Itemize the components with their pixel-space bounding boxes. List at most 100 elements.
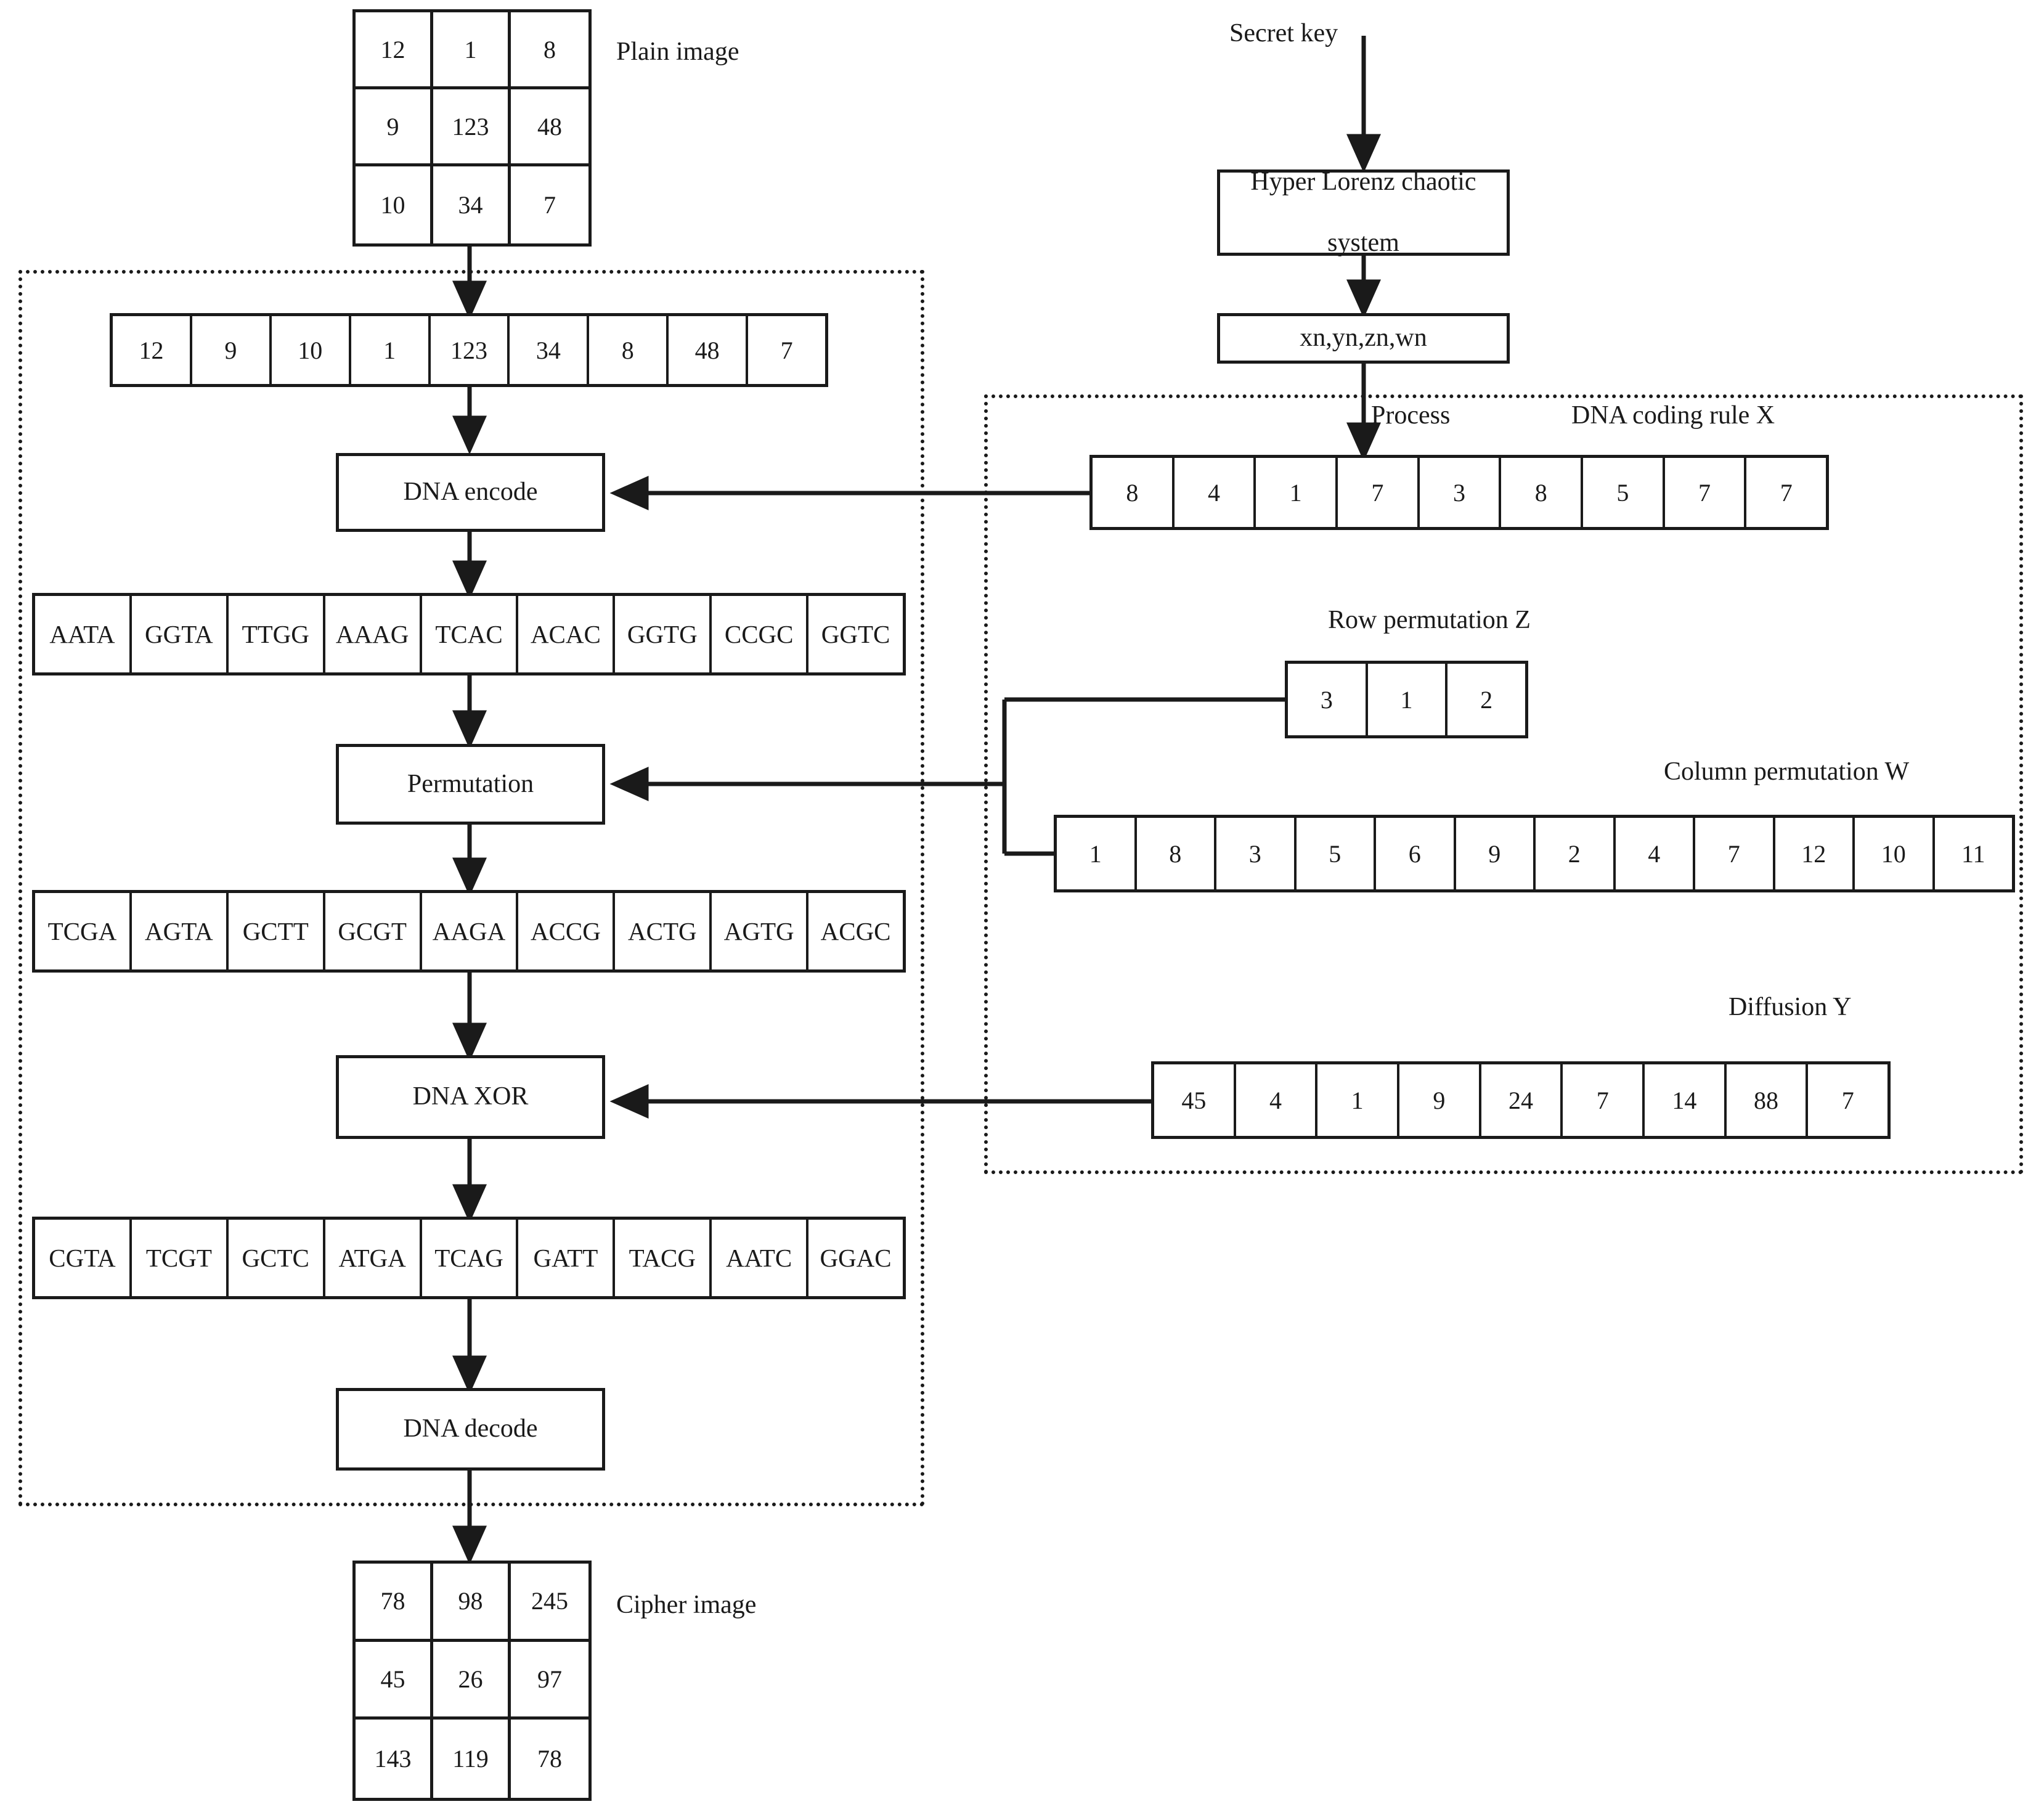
dna-cell: GCTT: [229, 893, 325, 969]
permutation-label: Permutation: [407, 769, 534, 798]
dna-cell: TCGA: [35, 893, 132, 969]
rulex-cell: 7: [1338, 458, 1420, 527]
plain-cell: 7: [544, 191, 556, 219]
plain-image-label: Plain image: [616, 38, 739, 66]
dna-cell: GGTC: [821, 620, 890, 648]
colw-cell: 7: [1695, 818, 1775, 889]
rulex-cell: 8: [1093, 458, 1175, 527]
dna-cell: CGTA: [35, 1220, 132, 1296]
diffusion-cell: 45: [1154, 1064, 1236, 1136]
dna-encoded-strip: AATA GGTA TTGG AAAG TCAC ACAC GGTG CCGC …: [32, 593, 906, 675]
plain-image-matrix: 12 1 8 9 123 48 10 34 7: [352, 9, 592, 247]
hyper-lorenz-box[interactable]: Hyper Lorenz chaotic system: [1217, 167, 1510, 259]
plain-cell: 34: [433, 166, 511, 243]
dna-cell: TTGG: [229, 596, 325, 672]
sequence-cell: 1: [351, 316, 431, 384]
encryption-pipeline-region: [18, 270, 924, 1506]
dna-cell: CCGC: [712, 596, 809, 672]
rowz-cell: 3: [1288, 664, 1368, 735]
plain-cell: 123: [433, 89, 511, 166]
dna-cell: AGTA: [132, 893, 229, 969]
colw-cell: 3: [1216, 818, 1297, 889]
cipher-cell: 143: [356, 1720, 433, 1798]
colw-cell: 5: [1297, 818, 1376, 889]
dna-cell: TCAC: [422, 596, 519, 672]
sequence-cell: 12: [113, 316, 192, 384]
cipher-cell: 26: [433, 1641, 511, 1720]
dna-xor-label: DNA XOR: [412, 1082, 529, 1111]
sequence-cell: 123: [431, 316, 510, 384]
plain-cell: 1: [433, 12, 511, 89]
sequence-cell: 34: [510, 316, 590, 384]
dna-cell: GGTA: [132, 596, 229, 672]
colw-cell: 11: [1961, 839, 1985, 868]
key-stream-region: [984, 394, 2023, 1174]
cipher-cell: 45: [356, 1641, 433, 1720]
colw-cell: 4: [1616, 818, 1695, 889]
dna-cell: TCAG: [422, 1220, 519, 1296]
colw-cell: 12: [1775, 818, 1855, 889]
cipher-cell: 119: [433, 1720, 511, 1798]
dna-cell: AAGA: [422, 893, 519, 969]
dna-cell: TCGT: [132, 1220, 229, 1296]
rulex-cell: 5: [1583, 458, 1665, 527]
column-permutation-w-label: Column permutation W: [1664, 757, 1910, 786]
cipher-cell: 78: [537, 1745, 562, 1773]
diffusion-cell: 7: [1563, 1064, 1645, 1136]
dna-xor-box[interactable]: DNA XOR: [336, 1055, 605, 1139]
colw-cell: 1: [1057, 818, 1137, 889]
plain-cell: 8: [511, 12, 588, 89]
plain-cell: 48: [511, 89, 588, 166]
dna-cell: ACGC: [820, 917, 891, 945]
diffusion-cell: 7: [1841, 1086, 1854, 1114]
dna-cell: TACG: [615, 1220, 712, 1296]
rowz-cell: 2: [1480, 685, 1493, 714]
diffusion-cell: 1: [1317, 1064, 1400, 1136]
plain-cell: 12: [356, 12, 433, 89]
rulex-cell: 3: [1420, 458, 1502, 527]
hyper-lorenz-line1: Hyper Lorenz chaotic: [1250, 167, 1476, 196]
dna-cell: ATGA: [325, 1220, 422, 1296]
rulex-cell: 7: [1665, 458, 1747, 527]
dna-cell: GCGT: [325, 893, 422, 969]
permutation-box[interactable]: Permutation: [336, 744, 605, 825]
diffusion-cell: 24: [1481, 1064, 1563, 1136]
colw-cell: 8: [1137, 818, 1216, 889]
dna-cell: GCTC: [229, 1220, 325, 1296]
hyper-lorenz-label: Hyper Lorenz chaotic system: [1240, 167, 1486, 259]
sequence-cell: 7: [780, 336, 793, 364]
rowz-cell: 1: [1368, 664, 1448, 735]
diffusion-y-strip: 45 4 1 9 24 7 14 88 7: [1151, 1061, 1891, 1139]
cipher-cell: 245: [511, 1564, 588, 1642]
dna-cell: GATT: [518, 1220, 616, 1296]
diffusion-cell: 4: [1236, 1064, 1318, 1136]
dna-cell: ACTG: [615, 893, 712, 969]
sequence-cell: 9: [192, 316, 272, 384]
chaotic-states-label: xn,yn,zn,wn: [1300, 324, 1427, 353]
dna-encode-box[interactable]: DNA encode: [336, 453, 605, 532]
chaotic-states-box[interactable]: xn,yn,zn,wn: [1217, 313, 1510, 364]
row-permutation-z-label: Row permutation Z: [1328, 606, 1531, 634]
diffusion-cell: 9: [1399, 1064, 1481, 1136]
cipher-image-label: Cipher image: [616, 1591, 757, 1619]
dna-cell: AATA: [35, 596, 132, 672]
dna-encode-label: DNA encode: [403, 478, 538, 507]
rulex-cell: 7: [1780, 478, 1793, 507]
plain-cell: 10: [356, 166, 433, 243]
row-permutation-z-strip: 3 1 2: [1285, 661, 1528, 738]
dna-coding-rule-x-label: DNA coding rule X: [1571, 401, 1775, 430]
scanned-sequence-strip: 12 9 10 1 123 34 8 48 7: [110, 313, 828, 387]
colw-cell: 9: [1456, 818, 1536, 889]
dna-decode-label: DNA decode: [403, 1414, 538, 1443]
hyper-lorenz-line2: system: [1327, 228, 1399, 257]
colw-cell: 6: [1376, 818, 1456, 889]
cipher-cell: 78: [356, 1564, 433, 1642]
dna-decode-box[interactable]: DNA decode: [336, 1388, 605, 1471]
secret-key-label: Secret key: [1229, 19, 1338, 47]
diffusion-cell: 88: [1727, 1064, 1809, 1136]
dna-cell: ACAC: [518, 596, 616, 672]
rulex-cell: 1: [1256, 458, 1338, 527]
diffusion-y-label: Diffusion Y: [1728, 993, 1852, 1021]
process-label: Process: [1371, 401, 1451, 430]
